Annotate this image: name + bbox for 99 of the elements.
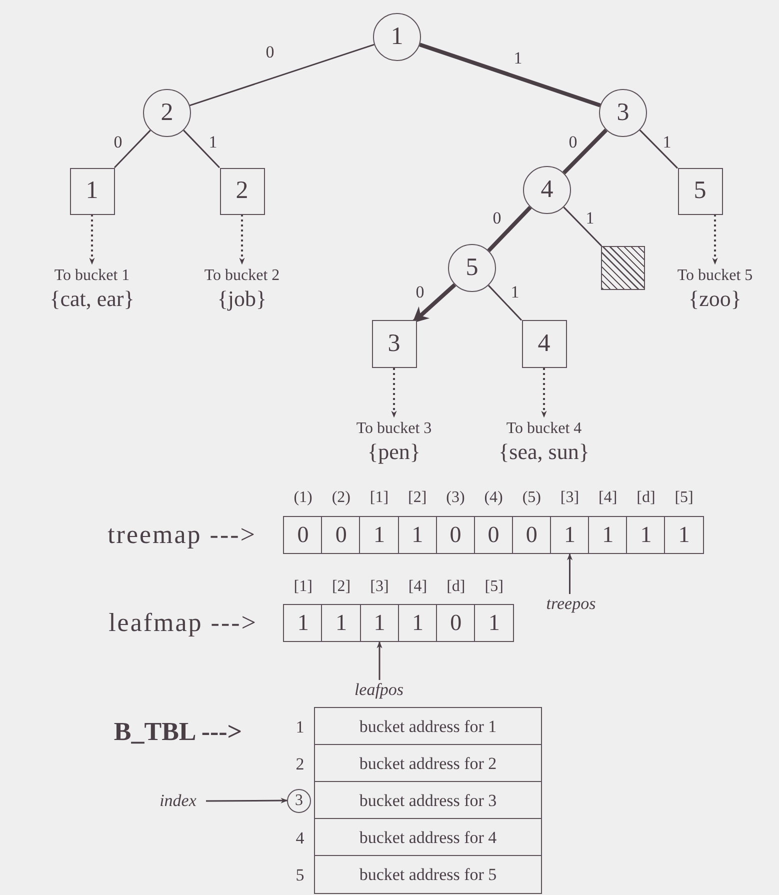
tree-node-circle: 1 xyxy=(373,13,421,61)
array-label: leafmap ---> xyxy=(108,610,258,636)
tree-node-circle: 2 xyxy=(143,89,191,137)
pointer-arrow xyxy=(376,641,382,680)
bit-cell: 0 xyxy=(436,516,476,554)
row-number: 2 xyxy=(296,755,304,772)
column-header: [5] xyxy=(674,490,694,506)
bit-cell: 1 xyxy=(283,604,323,642)
bucket-label: To bucket 1 xyxy=(54,266,130,286)
bit-cell: 0 xyxy=(283,516,323,554)
dotted-arrow xyxy=(712,214,718,265)
address-cell: bucket address for 3 xyxy=(314,781,542,820)
column-header: (3) xyxy=(446,490,465,506)
bit-cell: 1 xyxy=(626,516,666,554)
column-header: [3] xyxy=(370,579,389,595)
address-cell: bucket address for 1 xyxy=(314,707,542,746)
column-header: [4] xyxy=(408,579,428,595)
row-index-circle: 3 xyxy=(287,788,311,812)
bucket-contents: {sea, sun} xyxy=(498,438,590,464)
bit-cell: 1 xyxy=(664,516,704,554)
column-header: [2] xyxy=(408,490,427,506)
tree-edge xyxy=(190,44,374,106)
bit-cell: 1 xyxy=(588,516,628,554)
dotted-arrow xyxy=(541,368,547,418)
tree-edge xyxy=(419,42,601,108)
bit-cell: 1 xyxy=(398,604,438,642)
bucket-contents: {zoo} xyxy=(688,286,742,310)
edge-label: 0 xyxy=(114,134,122,150)
dotted-arrow xyxy=(239,214,245,265)
edge-label: 0 xyxy=(492,210,502,226)
bit-cell: 1 xyxy=(550,516,590,554)
bit-cell: 0 xyxy=(436,604,476,642)
column-header: (1) xyxy=(294,490,312,506)
dotted-arrow xyxy=(89,214,95,265)
tree-edge xyxy=(562,128,608,174)
array-label: treemap ---> xyxy=(108,522,256,548)
bit-cell: 1 xyxy=(359,516,400,554)
bucket-label: To bucket 4 xyxy=(506,418,582,438)
bit-cell: 1 xyxy=(474,604,514,642)
edge-label: 1 xyxy=(208,134,218,150)
edge-label: 1 xyxy=(514,50,522,66)
column-header: (2) xyxy=(332,490,350,506)
edge-label: 1 xyxy=(586,210,594,226)
bucket-label: To bucket 2 xyxy=(204,266,280,286)
bit-cell: 1 xyxy=(321,604,362,642)
tree-edge xyxy=(563,206,602,247)
tree-edge xyxy=(412,283,456,324)
bucket-label: To bucket 3 xyxy=(356,418,432,438)
pointer-arrow xyxy=(566,553,573,594)
column-header: (4) xyxy=(484,490,503,506)
column-header: [4] xyxy=(598,490,618,506)
pointer-label: treepos xyxy=(535,594,607,614)
tree-node-circle: 5 xyxy=(448,244,496,292)
hatched-box xyxy=(601,246,645,290)
bit-cell: 0 xyxy=(474,516,514,554)
bit-cell: 0 xyxy=(321,516,361,554)
column-header: [1] xyxy=(294,579,312,595)
bucket-contents: {job} xyxy=(217,286,267,310)
row-number: 4 xyxy=(296,829,304,846)
tree-node-circle: 4 xyxy=(523,166,571,214)
row-number: 5 xyxy=(296,866,304,883)
bit-cell: 1 xyxy=(360,604,400,642)
column-header: (5) xyxy=(522,490,541,506)
edge-label: 0 xyxy=(568,134,578,150)
column-header: [1] xyxy=(370,490,389,506)
tree-edge xyxy=(114,130,151,168)
leaf-node-box: 5 xyxy=(678,168,722,214)
tree-edge xyxy=(487,206,532,252)
bucket-label: To bucket 5 xyxy=(677,266,753,286)
bit-cell: 1 xyxy=(398,516,438,554)
column-header: [d] xyxy=(446,579,466,595)
leaf-node-box: 4 xyxy=(522,320,566,368)
edge-label: 1 xyxy=(510,284,520,300)
leaf-node-box: 2 xyxy=(220,168,264,214)
pointer-label: leafpos xyxy=(343,680,415,700)
pointer-arrow xyxy=(206,798,288,804)
tree-edge xyxy=(183,130,220,168)
address-cell: bucket address for 4 xyxy=(314,818,542,857)
tree-edge xyxy=(639,130,678,169)
dotted-arrow xyxy=(391,368,397,418)
column-header: [3] xyxy=(560,490,580,506)
pointer-label: index xyxy=(150,790,206,812)
edge-label: 0 xyxy=(266,44,274,60)
bit-cell: 0 xyxy=(512,516,552,554)
leaf-node-box: 1 xyxy=(70,168,114,214)
address-cell: bucket address for 2 xyxy=(314,744,542,783)
edge-label: 0 xyxy=(416,284,424,300)
column-header: [2] xyxy=(332,579,351,595)
address-cell: bucket address for 5 xyxy=(314,855,542,894)
array-label: B_TBL ---> xyxy=(114,719,242,745)
column-header: [5] xyxy=(484,579,504,595)
leaf-node-box: 3 xyxy=(372,320,416,368)
bucket-contents: {cat, ear} xyxy=(50,286,134,310)
edge-label: 1 xyxy=(662,134,672,150)
column-header: [d] xyxy=(636,490,656,506)
bucket-contents: {pen} xyxy=(368,438,420,464)
row-number: 1 xyxy=(296,718,304,735)
tree-edge xyxy=(488,284,522,321)
tree-node-circle: 3 xyxy=(599,89,647,137)
